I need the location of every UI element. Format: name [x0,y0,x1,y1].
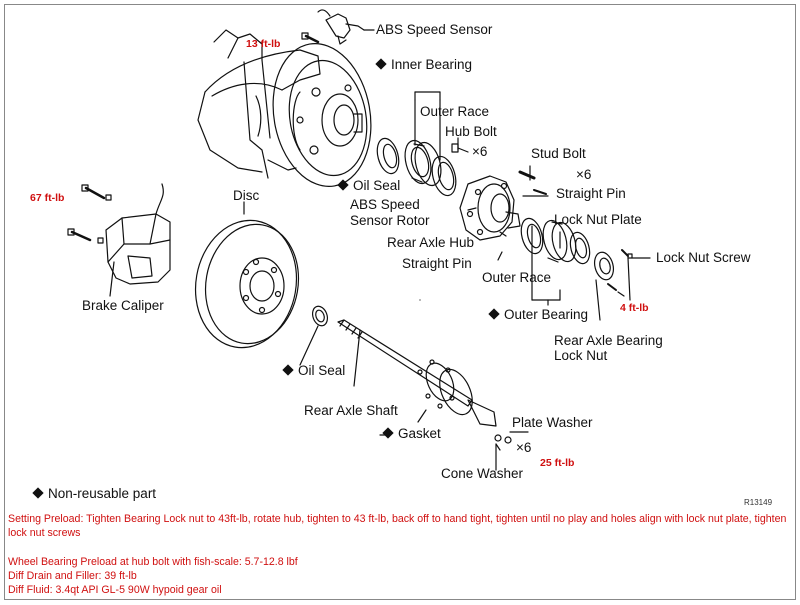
label-brake-caliper: Brake Caliper [82,298,164,313]
label-abs-speed-sensor: ABS Speed Sensor [376,22,493,37]
figure-border [4,4,796,600]
axle-housing-drawing [197,29,372,187]
label-stud-bolt-qty: ×6 [576,167,592,182]
label-plate-washer: Plate Washer [512,415,593,430]
note-wheel-preload: Wheel Bearing Preload at hub bolt with f… [8,556,298,568]
non-reusable-diamond-icon [282,364,294,376]
note-setting-preload: Setting Preload: Tighten Bearing Lock nu… [8,513,787,539]
note-diff-drain: Diff Drain and Filler: 39 ft-lb [8,570,137,582]
non-reusable-diamond-icon [32,487,44,499]
leader-lines [379,91,651,471]
label-inner-bearing: Inner Bearing [375,57,473,72]
label-outer-bearing: Outer Bearing [488,307,589,322]
inner-bearing-drawing [404,139,457,197]
label-hub-bolt-qty: ×6 [472,144,488,159]
label-oil-seal-top-text: Oil Seal [353,178,401,193]
label-lock-nut-screw: Lock Nut Screw [656,250,751,265]
oil-seal-drawing [376,137,400,175]
label-straight-pin-bottom: Straight Pin [402,256,472,271]
label-abs-rotor-line1: ABS Speed [350,197,420,212]
note-diff-fluid: Diff Fluid: 3.4qt API GL-5 90W hypoid ge… [8,584,222,596]
label-plate-washer-qty: ×6 [516,440,532,455]
rear-axle-shaft-drawing [337,319,497,427]
label-straight-pin-top: Straight Pin [556,186,626,201]
non-reusable-diamond-icon [488,308,500,320]
non-reusable-diamond-icon [382,427,394,439]
label-abs-rotor-line2: Sensor Rotor [350,213,430,228]
label-oil-seal-bottom: Oil Seal [282,363,346,378]
label-rear-axle-shaft: Rear Axle Shaft [304,403,398,418]
legend-non-reusable-text: Non-reusable part [48,486,157,501]
rear-axle-hub-drawing [459,175,521,241]
torque-caliper: 67 ft-lb [30,192,65,204]
label-rear-axle-hub: Rear Axle Hub [387,235,475,250]
label-outer-race-bottom: Outer Race [482,270,552,285]
figure-reference: R13149 [744,498,773,507]
label-rear-lock-nut-line1: Rear Axle Bearing [554,333,663,348]
hub-bolt-drawing [451,143,469,153]
label-outer-race-top: Outer Race [420,104,490,119]
label-gasket-text: Gasket [398,426,441,441]
torque-lock-nut-screw: 4 ft-lb [620,302,649,314]
label-oil-seal-bottom-text: Oil Seal [298,363,346,378]
lower-oil-seal-drawing [299,305,329,366]
label-hub-bolt: Hub Bolt [445,124,497,139]
legend-non-reusable: Non-reusable part [32,486,157,501]
torque-sensor: 13 ft-lb [246,38,281,50]
label-oil-seal-top: Oil Seal [337,178,401,193]
non-reusable-diamond-icon [375,58,387,70]
label-lock-nut-plate: Lock Nut Plate [554,212,642,227]
outer-bearing-drawing [520,217,577,263]
label-disc: Disc [233,188,260,203]
lock-nut-plate-drawing [569,231,591,265]
torque-axle-nuts: 25 ft-lb [540,457,575,469]
washer-drawing [494,434,512,451]
lock-nut-drawing [593,249,633,297]
label-rear-lock-nut-line2: Lock Nut [554,348,608,363]
stud-bolt-drawing [518,170,547,195]
label-gasket: Gasket [382,426,441,441]
non-reusable-diamond-icon [337,179,349,191]
label-outer-bearing-text: Outer Bearing [504,307,589,322]
brake-caliper-drawing [67,183,171,297]
label-stud-bolt: Stud Bolt [531,146,586,161]
abs-sensor-drawing [301,9,375,45]
brake-disc-drawing [194,201,300,349]
label-cone-washer: Cone Washer [441,466,524,481]
label-inner-bearing-text: Inner Bearing [391,57,473,72]
